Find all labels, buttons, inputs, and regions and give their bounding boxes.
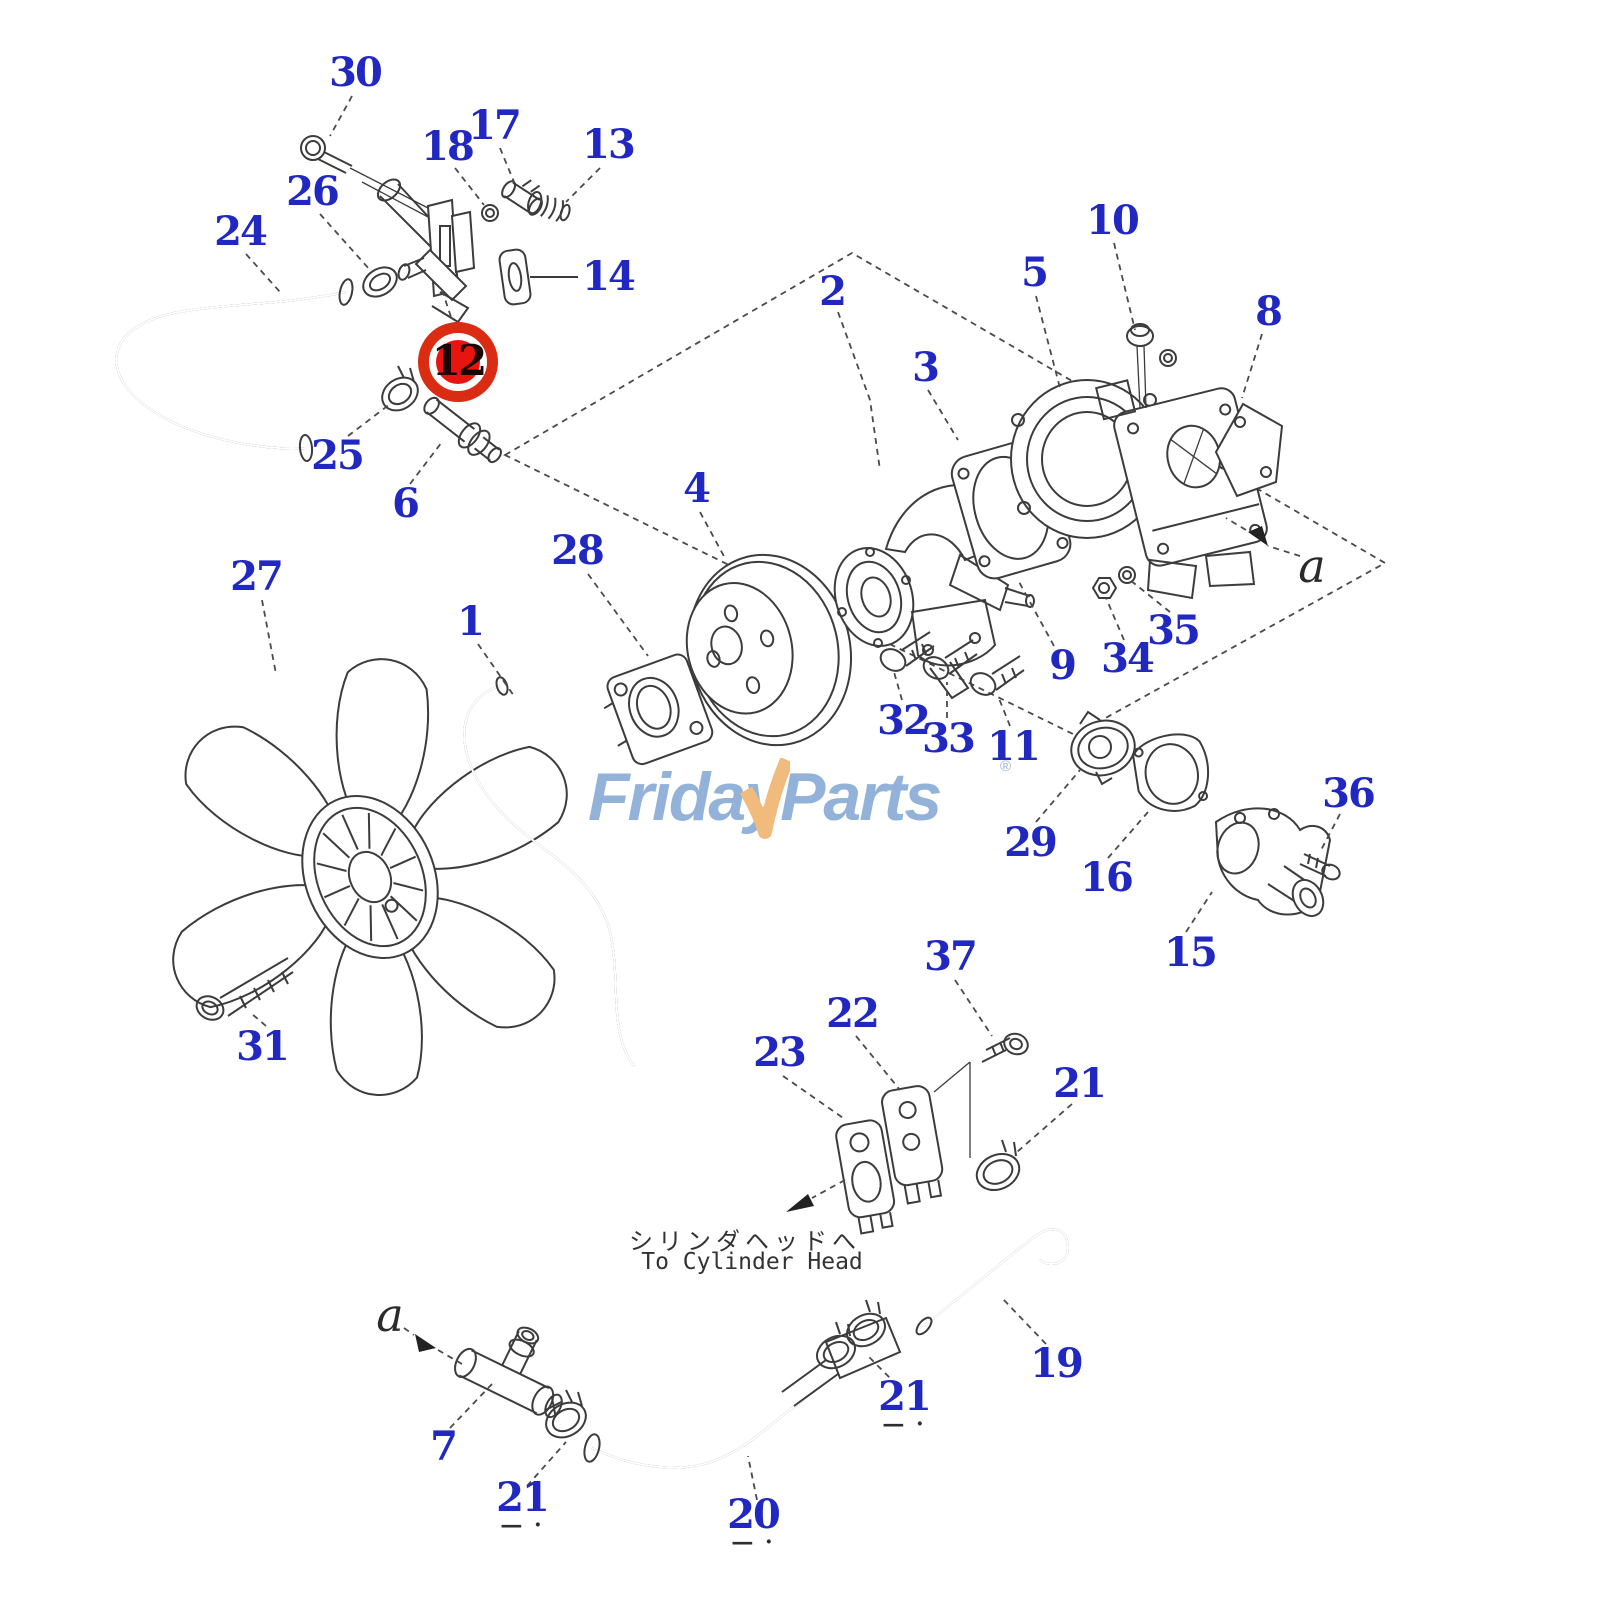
part-label: 2: [819, 268, 847, 315]
part-label: 14: [582, 253, 636, 300]
thermostat-gasket: [1132, 733, 1210, 812]
thermostat: [1070, 710, 1136, 786]
outlet-stud: [1299, 853, 1341, 881]
part-label: 34: [1101, 635, 1155, 682]
part-label: 16: [1080, 854, 1134, 901]
part-label: 27: [230, 553, 284, 600]
bottom-hose-assembly: [454, 1032, 1070, 1469]
part-label: 21: [878, 1377, 932, 1431]
fan-bolt: [195, 957, 294, 1021]
part-label: a: [1298, 539, 1326, 593]
part-label: 22: [826, 990, 880, 1037]
side-plate: [1159, 349, 1284, 498]
badge-core: [436, 340, 480, 384]
watermark-check-icon: [739, 758, 790, 839]
part-label: 30: [329, 49, 383, 96]
part-label: 31: [236, 1023, 290, 1070]
fan-hub: [301, 794, 439, 960]
part-label: 15: [1164, 929, 1218, 976]
pulley: [685, 553, 853, 747]
part-label: 26: [286, 168, 340, 215]
part-label: 37: [924, 933, 978, 980]
watermark: FridayParts ®: [588, 758, 1028, 858]
nut-and-washer: [1091, 566, 1136, 599]
mounting-bracket: [603, 653, 714, 766]
part-label: 10: [1086, 197, 1140, 244]
annotation-japanese: シリンダヘッドへ: [629, 1227, 861, 1256]
part-label: 17: [468, 102, 522, 149]
part-label: 11: [987, 723, 1041, 770]
bolt-10: [1126, 323, 1154, 409]
part-label: 28: [551, 527, 605, 574]
mounting-bolts: [879, 631, 1025, 696]
highlighted-part-badge: 12: [418, 322, 498, 402]
part-label: 35: [1147, 607, 1201, 654]
part-label: 24: [214, 208, 268, 255]
part-label: 32: [877, 697, 931, 744]
leader-lines: [245, 95, 1341, 1501]
part-label: 5: [1021, 249, 1049, 296]
part-label: 29: [1004, 819, 1058, 866]
part-label: 8: [1255, 288, 1283, 335]
part-label: 36: [1322, 770, 1376, 817]
part-label: 3: [912, 344, 940, 391]
fan: [172, 658, 568, 1097]
highlighted-part-number: 12: [431, 336, 487, 385]
part-label: 19: [1030, 1340, 1084, 1387]
part-label: 20: [727, 1495, 781, 1549]
part-label: 7: [430, 1423, 458, 1470]
part-label: 21: [1053, 1060, 1107, 1107]
part-label: 33: [922, 715, 976, 762]
top-pipe-assembly: [115, 135, 578, 464]
part-label: 4: [683, 465, 711, 512]
part-label: a: [376, 1288, 404, 1342]
annotation-english: To Cylinder Head: [641, 1249, 863, 1275]
registered-mark: ®: [1000, 758, 1012, 775]
watermark-word2: Parts: [780, 759, 942, 835]
part-label: 25: [311, 432, 365, 479]
part-label: 18: [421, 123, 475, 170]
part-label: 6: [392, 480, 420, 527]
part-label: 1: [457, 598, 485, 645]
part-label: 13: [582, 121, 636, 168]
part-label: 23: [753, 1029, 807, 1076]
part-label: 21: [496, 1478, 550, 1532]
part-label: 9: [1049, 642, 1077, 689]
water-outlet: [1214, 807, 1332, 918]
